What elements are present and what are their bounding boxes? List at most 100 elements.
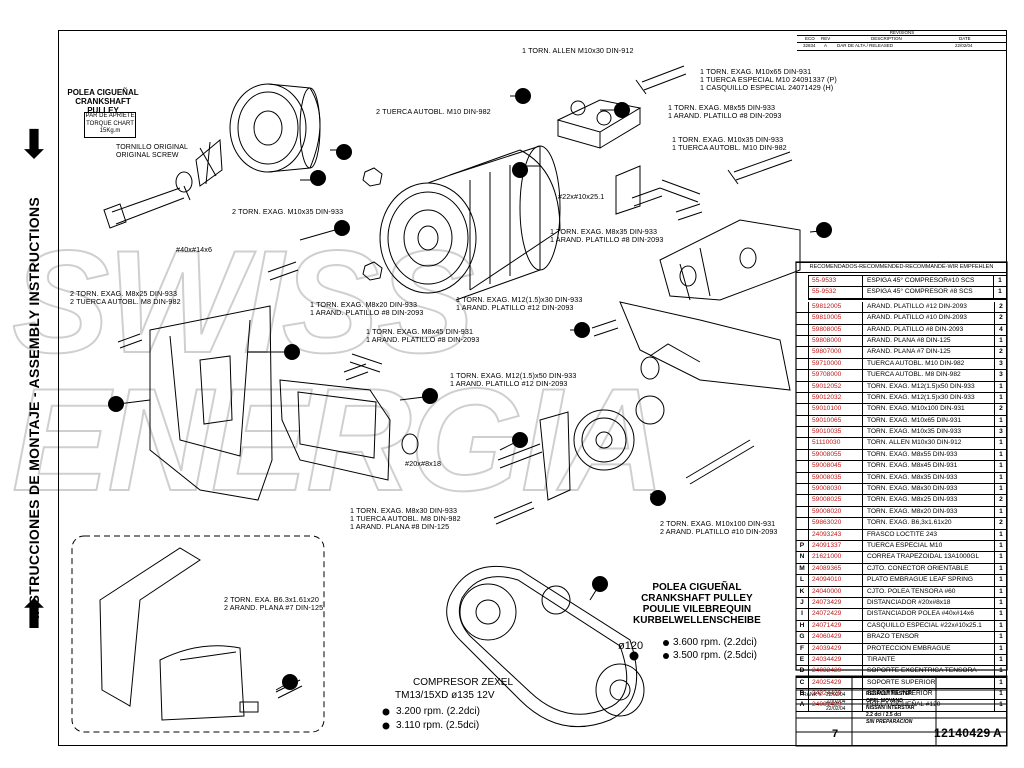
variant: SIN PREPARACION: [866, 719, 913, 725]
bom-ref: G: [796, 632, 809, 643]
callout-bolt-m8x25: 2 TORN. EXAG. M8x25 DIN-933 2 TUERCA AUT…: [70, 290, 181, 306]
engine: 2.2 dci / 2.5 dci: [866, 712, 902, 718]
bom-ref: [796, 529, 809, 540]
detail-tag: [239, 701, 259, 713]
bom-desc: ARAND. PLATILLO #10 DIN-2093: [863, 313, 995, 324]
bom-qty: 1: [999, 667, 1003, 675]
bom-ref: [796, 358, 809, 370]
bom-qty: 3: [999, 371, 1003, 379]
bom-desc: PROTECCION EMBRAGUE: [863, 643, 995, 654]
callout-bolt-m10x35: 1 TORN. EXAG. M10x35 DIN-933 1 TUERCA AU…: [672, 136, 787, 152]
callout-line: 1 TORN. EXAG. M10x65 DIN-931: [700, 67, 812, 76]
original-screw-part: [103, 185, 191, 229]
bom-desc: CORREA TRAPEZOIDAL 13A1000GL: [863, 552, 995, 563]
callout-line: 2 TUERCA AUTOBL. M10 DIN-982: [376, 107, 491, 116]
compressor-part: [379, 145, 561, 301]
drawn-date: 22/02/04: [826, 692, 846, 698]
bom-ref: [796, 301, 809, 313]
bolt-m8x45-part: [349, 353, 383, 373]
bom-qty: 1: [999, 416, 1003, 424]
callout-line: 1 TUERCA AUTOBL. M8 DIN-982: [350, 514, 461, 523]
clutch-protection-part: [99, 547, 245, 721]
bom-code: 59812005: [809, 301, 863, 313]
bill-of-materials: RECOMENDADOS-RECOMMENDED-RECOMMANDÉ-WIR …: [796, 262, 1007, 712]
callout-line: 1 ARAND. PLATILLO #8 DIN-2093: [366, 335, 480, 344]
bom-qty: 1: [999, 530, 1003, 538]
pulley-title-fr: POULIE VILEBREQUIN: [642, 604, 752, 615]
bom-code: 24040000: [809, 586, 863, 597]
bom-code: 59010065: [809, 415, 863, 427]
bom-code: 59708000: [809, 370, 863, 381]
tensioner-pulley-part: [573, 395, 665, 471]
manifold-part: [556, 99, 642, 149]
bom-qty: 1: [999, 610, 1003, 618]
bolt-m10x100-part: [685, 439, 755, 485]
bom-desc: TORN. EXAG. M8x35 DIN-933: [863, 472, 995, 484]
revisions-header: ECO REV DESCRIPTION DATE: [797, 35, 1007, 43]
bom-ref: M: [796, 563, 809, 575]
bom-desc: ESPIGA 45° COMPRESOR#10 SCS: [863, 276, 994, 287]
bom-ref: A: [796, 700, 809, 711]
callout-line: 1 TORN. ALLEN M10x30 DIN-912: [522, 46, 634, 55]
bom-qty: 1: [999, 564, 1003, 572]
callout-line: 1 TORN. EXAG. M8x45 DIN-931: [366, 327, 474, 336]
balloon-marker: [574, 322, 590, 338]
balloon-marker: [592, 576, 608, 592]
bom-desc: POLEA CIGUEÑAL #120: [863, 700, 995, 711]
bom-ref: F: [796, 643, 809, 654]
bom-ref: [796, 335, 809, 347]
bolt-m10x35-part-2: [267, 261, 299, 281]
bolt-m12-part: [497, 443, 543, 469]
bom-desc: ARAND. PLANA #8 DIN-125: [863, 335, 995, 347]
arrow-down-icon: ⬇: [17, 123, 51, 167]
bom-desc: ARAND. PLATILLO #12 DIN-2093: [863, 301, 995, 313]
bolt-m10x65-part: [727, 151, 793, 185]
bom-code: 21621000: [809, 552, 863, 563]
crankshaft-title-en: CRANKSHAFT PULLEY: [75, 97, 131, 115]
bom-qty: 1: [999, 439, 1003, 447]
nut-part-2: [362, 261, 383, 281]
revisions-title: REVISIONS: [797, 30, 1007, 36]
pulley-diameter: ø120: [618, 640, 644, 652]
bom-ref: [796, 427, 809, 438]
bolt-m8x55-part: [675, 203, 703, 221]
bom-desc: TORN. EXAG. M10x100 DIN-931: [863, 404, 995, 415]
bom-qty: 1: [998, 288, 1002, 296]
title-block: FRANK V. 22/02/04 22/02/04 22/02/04 RENA…: [796, 676, 1007, 747]
callout-line: 1 TUERCA ESPECIAL M10 24091337 (P): [700, 75, 837, 84]
bom-code: 24001429: [809, 700, 863, 711]
watermark-logo-2: ENERGIA: [11, 358, 666, 521]
cross-part: [199, 141, 217, 185]
revisions-row: 32834 A DAR DE ALTA / RELEASED 22/02/04: [797, 42, 1007, 51]
callout-line: 2 TORN. EXAG. M8x25 DIN-933: [70, 289, 178, 298]
bom-code: 59008025: [809, 495, 863, 506]
drawn-by: FRANK V.: [800, 692, 823, 698]
vehicle-2: OPEL MOVANO: [866, 698, 904, 704]
bom-ref: [796, 404, 809, 415]
callout-line: 1 TORN. EXAG. M10x35 DIN-933: [672, 135, 784, 144]
bom-qty: 2: [999, 314, 1003, 322]
bom-ref: C: [796, 677, 809, 689]
tensioner-support-part: [619, 301, 791, 391]
washer-label: #40x#14x6: [176, 245, 213, 254]
bom-code: 24093243: [809, 529, 863, 540]
bom-qty: 1: [999, 587, 1003, 595]
callout-bolt-b63: 2 TORN. EXA. B6.3x1.61x20 2 ARAND. PLANA…: [224, 596, 323, 612]
callout-line: 2 ARAND. PLATILLO #10 DIN-2093: [660, 527, 778, 536]
balloon-marker: [108, 396, 124, 412]
screw-label: TORNILLO ORIGINAL ORIGINAL SCREW: [116, 144, 188, 160]
bom-desc: SOPORTE SUPERIOR: [863, 677, 995, 689]
callout-line: 1 TUERCA AUTOBL. M10 DIN-982: [672, 143, 787, 152]
